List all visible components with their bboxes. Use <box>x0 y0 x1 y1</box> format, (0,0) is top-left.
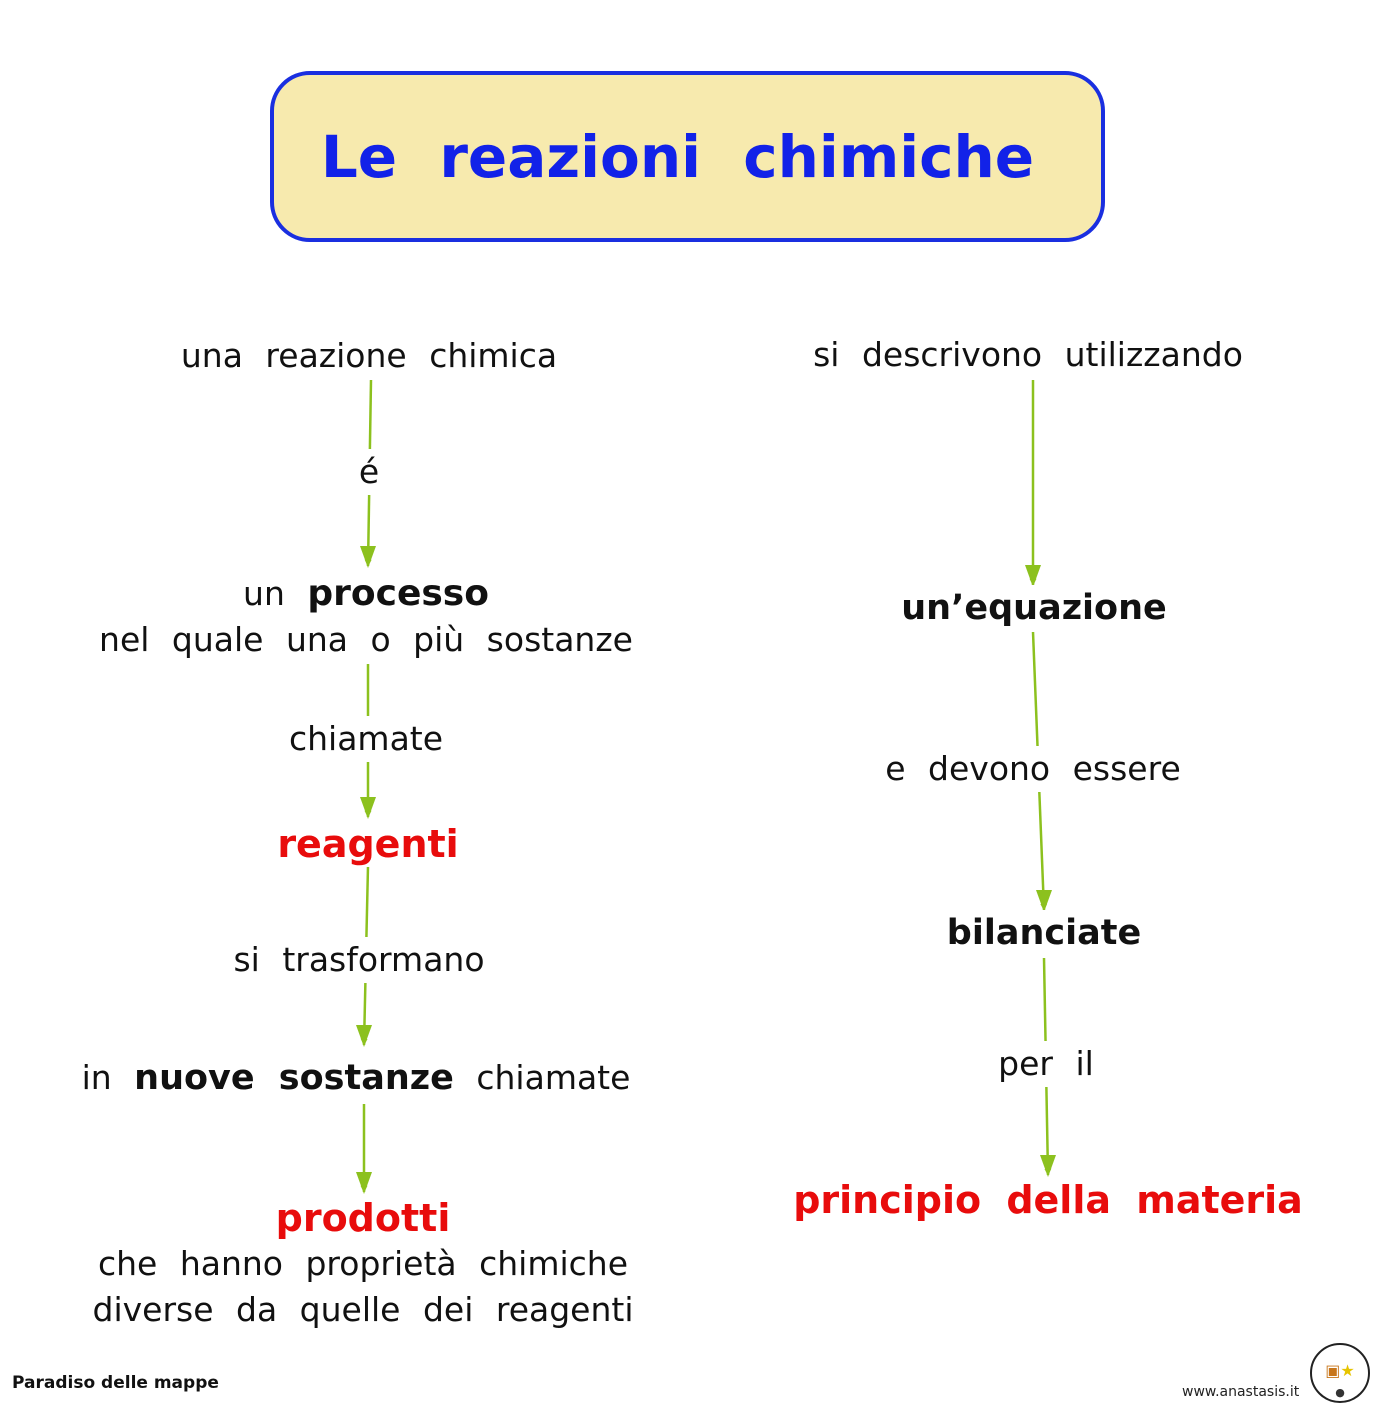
arrowhead-left-4 <box>356 1172 372 1194</box>
node-label: bilanciate <box>946 913 1142 953</box>
node-label-bold: nuove sostanze <box>134 1058 454 1098</box>
node-prodotti-line3: diverse da quelle dei reagenti <box>92 1290 634 1329</box>
node-bilanciate: bilanciate <box>932 910 1156 956</box>
node-prodotti-title: prodotti <box>275 1196 451 1240</box>
node-principio-della-materia: principio della materia <box>779 1177 1317 1223</box>
title-box: Le reazioni chimiche <box>270 71 1105 242</box>
arrowhead-right-1 <box>1025 565 1041 587</box>
node-label: si descrivono utilizzando <box>813 335 1243 374</box>
link-label-chiamate: chiamate <box>274 716 458 762</box>
node-label-prefix: in <box>81 1058 112 1097</box>
link-label-e-devono-essere: e devono essere <box>871 746 1195 792</box>
link-label: per il <box>998 1044 1094 1083</box>
paw-icon: ● <box>1335 1386 1345 1399</box>
node-label-bold: processo <box>307 573 489 614</box>
node-label: una reazione chimica <box>180 336 558 375</box>
node-label-prefix: un <box>243 574 285 613</box>
badge-icons: ▣★ ● <box>1312 1361 1368 1403</box>
supermappe-badge: ▣★ ● <box>1310 1343 1370 1403</box>
arrowhead-right-3 <box>1040 1155 1056 1177</box>
node-label: reagenti <box>277 822 459 866</box>
node-processo: un processo nel quale una o più sostanze <box>85 571 647 663</box>
node-si-descrivono-utilizzando: si descrivono utilizzando <box>799 332 1257 378</box>
link-label-si-trasformano: si trasformano <box>219 937 499 983</box>
link-label: e devono essere <box>885 749 1181 788</box>
node-label: un’equazione <box>901 588 1167 628</box>
node-label: principio della materia <box>793 1178 1303 1222</box>
link-label: si trasformano <box>233 940 485 979</box>
link-label: é <box>358 452 380 491</box>
arrowhead-left-1 <box>360 546 376 568</box>
arrowhead-left-2 <box>360 797 376 819</box>
node-prodotti: prodotti che hanno proprietà chimiche di… <box>78 1195 648 1333</box>
node-equazione: un’equazione <box>887 585 1181 631</box>
link-label: chiamate <box>288 719 444 758</box>
node-processo-line1: un processo <box>99 571 633 617</box>
box-icon: ▣ <box>1325 1361 1341 1380</box>
star-icon: ★ <box>1340 1361 1355 1380</box>
footer-credit: Paradiso delle mappe <box>12 1373 219 1393</box>
link-label-e: é <box>344 449 394 495</box>
node-processo-line2: nel quale una o più sostanze <box>99 620 633 659</box>
node-nuove-sostanze: in nuove sostanze chiamate <box>67 1055 645 1101</box>
node-reagenti: reagenti <box>263 821 473 867</box>
footer-website: www.anastasis.it <box>1182 1384 1300 1400</box>
node-prodotti-line2: che hanno proprietà chimiche <box>97 1244 629 1283</box>
arrowhead-left-3 <box>356 1025 372 1047</box>
node-label-suffix: chiamate <box>476 1058 631 1097</box>
node-una-reazione-chimica: una reazione chimica <box>166 333 572 379</box>
map-title: Le reazioni chimiche <box>320 122 1035 191</box>
arrowhead-right-2 <box>1036 890 1052 912</box>
link-label-per-il: per il <box>984 1041 1108 1087</box>
